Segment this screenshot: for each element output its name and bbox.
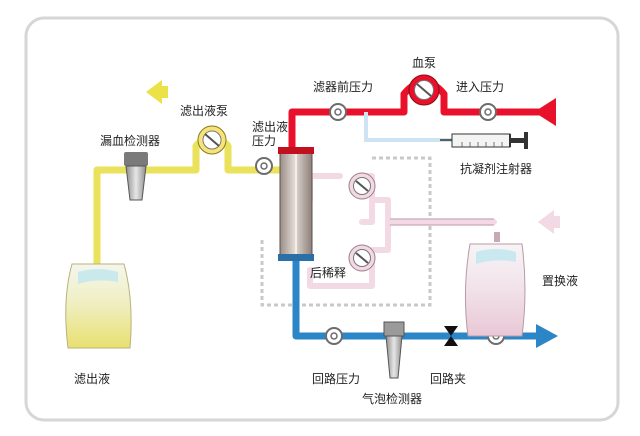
label-post-dilution: 后稀释 [310, 266, 347, 280]
inlet-pressure-gauge [479, 103, 497, 121]
label-blood-leak-detector: 漏血检测器 [100, 134, 161, 148]
replacement-in-arrow [538, 210, 554, 234]
return-outlet-arrow [536, 324, 558, 348]
return-pressure-gauge [325, 327, 343, 345]
diagram-frame [24, 16, 620, 422]
blood-leak-detector [124, 152, 148, 201]
label-return-pressure: 回路压力 [312, 372, 361, 386]
label-pre-filter-pressure: 滤器前压力 [313, 80, 374, 94]
replacement-pump-1 [348, 172, 376, 200]
label-filtrate: 滤出液 [74, 372, 111, 386]
label-return-clamp: 回路夹 [430, 372, 467, 386]
label-filtrate-pump: 滤出液泵 [180, 104, 229, 118]
venous-line [292, 254, 542, 340]
filtrate-bag [65, 263, 132, 349]
filtrate-pressure-gauge [255, 157, 273, 175]
anticoagulant-line [364, 112, 452, 142]
replacement-fluid-bag [464, 232, 526, 337]
return-clamp [444, 326, 458, 346]
hemofilter [278, 147, 314, 261]
replacement-pump-2 [348, 244, 376, 272]
pre-filter-pressure-gauge [329, 103, 347, 121]
label-inlet-pressure: 进入压力 [456, 80, 505, 94]
replacement-line-outline [390, 218, 494, 226]
filtrate-out-arrow [146, 80, 162, 104]
label-air-bubble-detector: 气泡检测器 [362, 392, 423, 406]
blood-inlet-arrow [534, 98, 556, 126]
blood-pump [408, 74, 440, 106]
air-bubble-detector [383, 321, 405, 379]
replacement-enclosure-dotted [260, 156, 432, 307]
label-anticoagulant-syringe: 抗凝剂注射器 [460, 162, 533, 176]
filtrate-pump [197, 125, 227, 155]
label-replacement-fluid: 置换液 [542, 274, 579, 288]
label-blood-pump: 血泵 [412, 56, 437, 70]
label-filtrate-pressure: 滤出液压力 [252, 120, 289, 148]
anticoagulant-syringe [440, 132, 528, 149]
